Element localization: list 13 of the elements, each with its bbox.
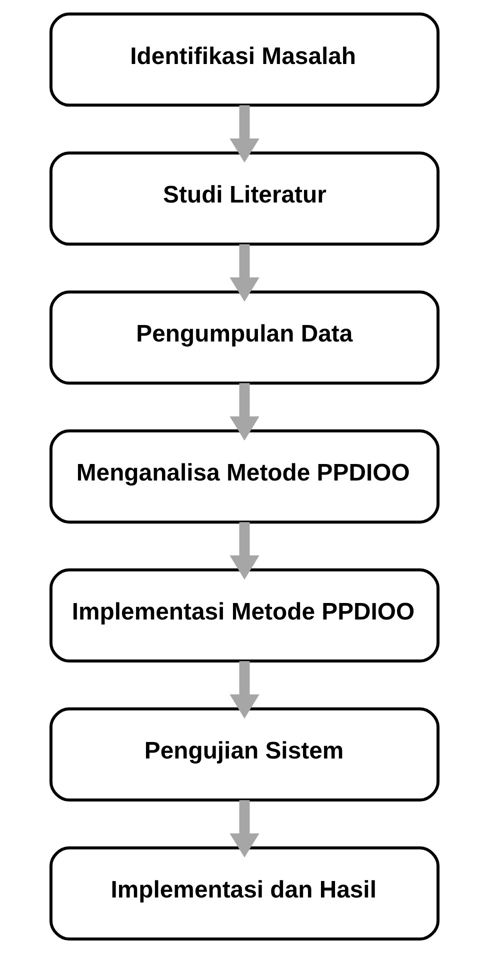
node-box: Pengumpulan Data [49, 290, 440, 385]
node-box: Implementasi Metode PPDIOO [49, 568, 440, 663]
node-box: Pengujian Sistem [49, 707, 440, 802]
arrow [230, 244, 260, 302]
node-box: Menganalisa Metode PPDIOO [49, 429, 440, 524]
arrow [230, 383, 260, 441]
arrow [230, 800, 260, 858]
node-box: Implementasi dan Hasil [49, 846, 440, 940]
arrow [230, 105, 260, 163]
node-box: Studi Literatur [49, 151, 440, 246]
arrow [230, 522, 260, 580]
arrow [230, 661, 260, 719]
node-box: Identifikasi Masalah [49, 12, 440, 107]
